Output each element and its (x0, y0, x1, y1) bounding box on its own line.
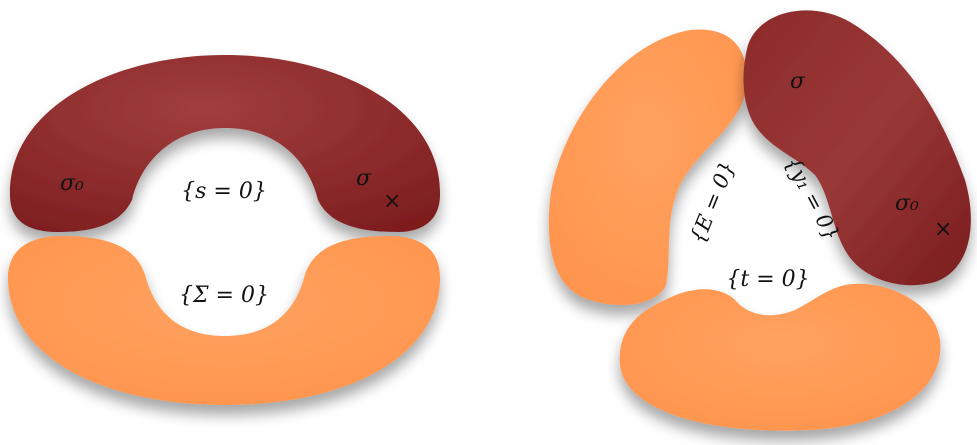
right-diagram: σ σ₀ × {t = 0} {E = 0} {y₁ = 0} (548, 10, 971, 431)
left-s0-label: {s = 0} (181, 179, 267, 204)
left-sigma0-label: σ₀ (60, 171, 84, 196)
left-Sigma0-label: {Σ = 0} (179, 283, 269, 308)
right-t0-label: {t = 0} (726, 267, 809, 292)
left-light-region (8, 236, 440, 405)
left-sigma-label: σ (356, 166, 372, 191)
right-bottom-light-region (619, 283, 941, 431)
right-left-light-region (548, 29, 747, 305)
left-cross-marker: × (383, 189, 401, 214)
right-E0-label: {E = 0} (685, 158, 740, 247)
right-sigma0-label: σ₀ (895, 191, 919, 216)
left-dark-region (9, 55, 441, 232)
right-sigma-label: σ (790, 69, 806, 94)
left-diagram: σ₀ σ × {s = 0} {Σ = 0} (8, 55, 441, 405)
right-cross-marker: × (934, 217, 952, 242)
right-dark-region (743, 10, 971, 286)
